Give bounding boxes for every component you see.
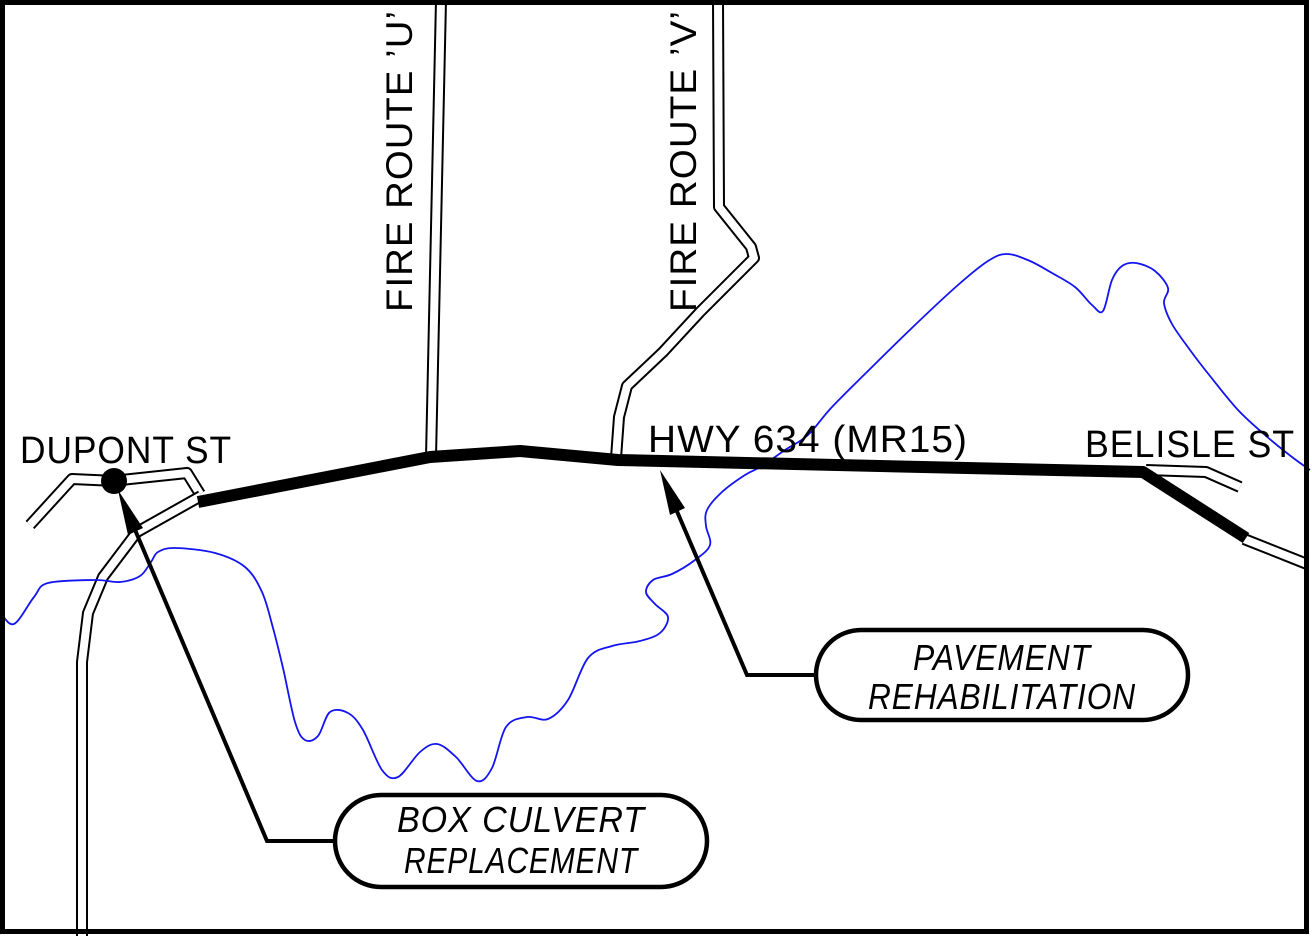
leader-line <box>128 517 336 843</box>
callout-line2: REPLACEMENT <box>404 840 640 881</box>
pavement-rehabilitation-callout: PAVEMENT REHABILITATION <box>813 627 1191 723</box>
highway-634-line <box>196 445 1250 544</box>
callout-line2: REHABILITATION <box>868 676 1136 717</box>
creek-line <box>0 253 1311 783</box>
hwy-634-label: HWY 634 (MR15) <box>648 419 968 461</box>
arrowhead-icon <box>660 470 685 515</box>
culvert-location-dot <box>101 468 127 494</box>
dupont-st-label: DUPONT ST <box>20 430 232 472</box>
callout-line1: BOX CULVERT <box>397 799 647 840</box>
fire-route-u-label: FIRE ROUTE ’U’ <box>379 10 420 312</box>
leader-line <box>668 494 818 677</box>
arrowhead-icon <box>118 490 143 535</box>
box-culvert-leader <box>118 490 336 843</box>
fire-route-v-label: FIRE ROUTE ’V’ <box>663 10 704 312</box>
belisle-st-label: BELISLE ST <box>1085 424 1295 466</box>
callout-bubble <box>332 792 710 890</box>
box-culvert-callout: BOX CULVERT REPLACEMENT <box>332 792 710 890</box>
callout-bubble <box>813 627 1191 723</box>
callout-line1: PAVEMENT <box>913 637 1093 678</box>
pavement-rehabilitation-leader <box>660 470 818 677</box>
